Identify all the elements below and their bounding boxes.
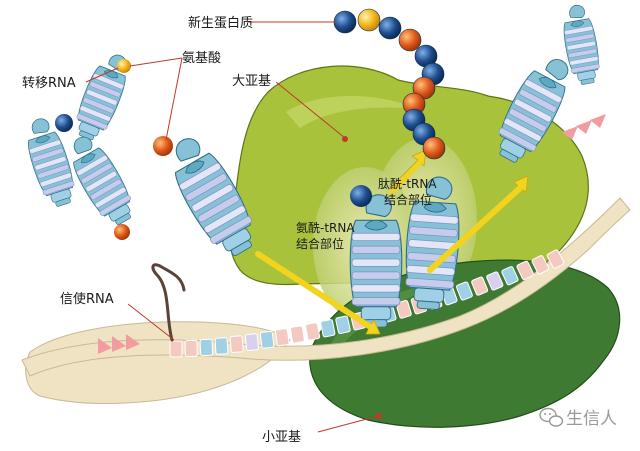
mrna-codon-segment: [320, 319, 336, 338]
large-subunit-highlight: [286, 96, 420, 128]
mrna-codon-segment: [214, 337, 229, 355]
label-small-subunit: 小亚基: [262, 430, 301, 445]
amino-acid-bead: [357, 8, 381, 32]
label-messenger-rna: 信使RNA: [60, 291, 114, 307]
exit-direction-arrows: [562, 114, 606, 140]
mrna-codon-segment: [501, 266, 519, 286]
trna-free-lower-left: [73, 136, 131, 226]
mrna-codon-segment: [395, 299, 412, 319]
mrna-codon-segment: [516, 260, 534, 280]
mrna-codon-segment: [456, 281, 473, 301]
leader-lines: [85, 21, 379, 433]
amino-acid-left-small: [55, 114, 73, 132]
mrna-codon-segment: [471, 276, 489, 296]
amino-acid-bead: [398, 28, 422, 52]
wechat-icon: [539, 407, 564, 427]
trna-free-top-left: [76, 54, 127, 141]
amino-acid-left-trna: [114, 224, 130, 240]
label-transfer-rna: 转移RNA: [22, 76, 76, 91]
mrna-codon-segment: [244, 333, 259, 352]
amino-acid-bead: [422, 136, 446, 160]
label-peptidyl-site-line1: 肽酰-tRNA: [378, 176, 437, 191]
trna-exited-top-right: [563, 4, 600, 85]
mrna-codon-segment: [229, 335, 244, 354]
watermark-text: 生信人: [566, 409, 617, 429]
mrna-codon-segment: [305, 322, 321, 341]
mrna-codon-segment: [169, 340, 183, 358]
mrna-codon-segment: [184, 339, 198, 358]
mrna-backbone: [21, 197, 631, 377]
trna-a-site: [349, 194, 403, 328]
label-large-subunit: 大亚基: [232, 74, 271, 89]
amino-acid-bead: [378, 16, 402, 40]
label-peptidyl-site-line2: 结合部位: [384, 192, 432, 207]
amino-acid-bead: [333, 10, 357, 34]
mrna-codon-segment: [546, 249, 565, 269]
leader-dots: [342, 136, 382, 419]
amino-acid-p-site: [350, 185, 372, 207]
mrna-codon-segment: [531, 255, 550, 275]
trna-exiting: [498, 59, 569, 163]
mrna-codon-segment: [259, 330, 275, 349]
mrna-codon-segment: [335, 315, 351, 335]
amino-acid-free-top: [117, 59, 131, 73]
watermark: 生信人: [539, 407, 617, 429]
mrna-codon-segment: [199, 338, 214, 357]
mrna-codon-segment: [274, 328, 290, 347]
trna-free-middle-left: [28, 118, 75, 207]
arrow-incoming-line: [255, 251, 375, 331]
label-nascent-protein: 新生蛋白质: [188, 15, 253, 31]
mrna-direction-arrows: [98, 334, 140, 354]
mrna-codon-segment: [486, 271, 504, 291]
mrna-codon-segment: [290, 325, 305, 344]
label-aminoacyl-site-line2: 结合部位: [296, 236, 344, 251]
label-aminoacyl-site-line1: 氨酰-tRNA: [296, 221, 355, 235]
nascent-protein-chain: [333, 8, 446, 160]
arrow-shift-line: [389, 159, 423, 195]
label-amino-acid: 氨基酸: [182, 51, 221, 66]
mrna-tail: [151, 263, 186, 342]
amino-acid-incoming: [153, 136, 173, 156]
arrow-exit-line: [427, 185, 523, 273]
trna-incoming: [174, 138, 252, 257]
